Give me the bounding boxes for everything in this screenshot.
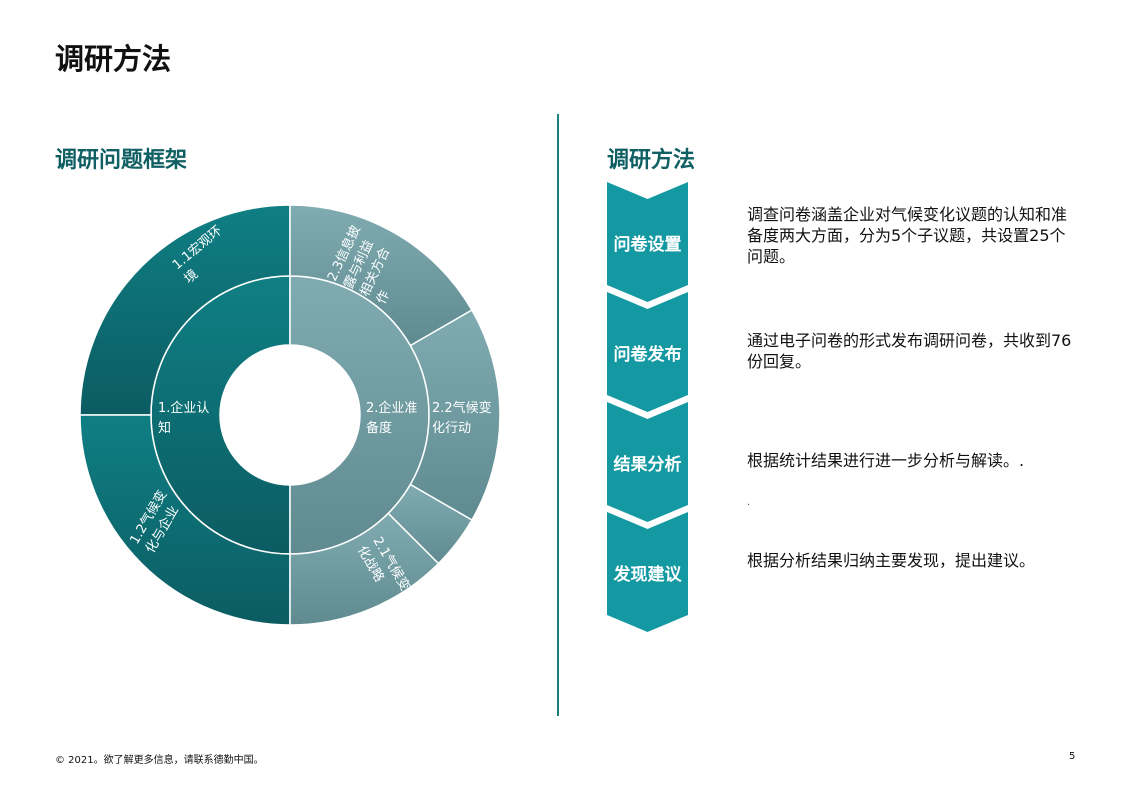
- sunburst-outer-climate-strategy: [289, 512, 440, 626]
- footer-copyright: © 2021。欲了解更多信息，请联系德勤中国。: [55, 755, 264, 766]
- stray-dot: .: [747, 497, 751, 508]
- step-label: 问卷设置: [613, 234, 682, 255]
- framework-heading: 调研问题框架: [55, 148, 188, 173]
- step-desc-questionnaire-design: 调查问卷涵盖企业对气候变化议题的认知和准备度两大方面，分为5个子议题，共设置25…: [747, 205, 1068, 266]
- step-chevron-findings: 发现建议: [607, 512, 688, 632]
- step-chevron-questionnaire-design: 问卷设置: [607, 182, 688, 302]
- step-label: 问卷发布: [613, 344, 682, 365]
- sunburst-label-readiness: 2.企业准备度: [366, 400, 417, 436]
- step-label: 结果分析: [613, 454, 682, 475]
- step-chevron-questionnaire-release: 问卷发布: [607, 292, 688, 412]
- page-number: 5: [1069, 751, 1076, 762]
- framework-sunburst: 1.企业认知2.企业准备度1.1宏观环境1.2气候变化与企业2.1气候变化战略2…: [79, 204, 501, 626]
- page-title: 调研方法: [55, 42, 172, 76]
- sunburst-outer-macro-env: [79, 204, 291, 416]
- sunburst-outer-climate-business: [79, 414, 291, 626]
- step-chevron-result-analysis: 结果分析: [607, 402, 688, 522]
- method-heading: 调研方法: [607, 148, 696, 173]
- sunburst-outer-filler: [387, 483, 473, 565]
- sunburst-label-awareness: 1.企业认知: [158, 400, 209, 436]
- step-desc-questionnaire-release: 通过电子问卷的形式发布调研问卷，共收到76份回复。: [747, 331, 1072, 371]
- step-desc-result-analysis: 根据统计结果进行进一步分析与解读。.: [747, 451, 1025, 470]
- column-divider: [557, 114, 559, 716]
- step-desc-findings: 根据分析结果归纳主要发现，提出建议。: [747, 551, 1036, 570]
- sunburst-label-climate-action: 2.2气候变化行动: [432, 400, 492, 436]
- step-label: 发现建议: [613, 564, 682, 585]
- sunburst-outer-disclosure: [289, 204, 473, 347]
